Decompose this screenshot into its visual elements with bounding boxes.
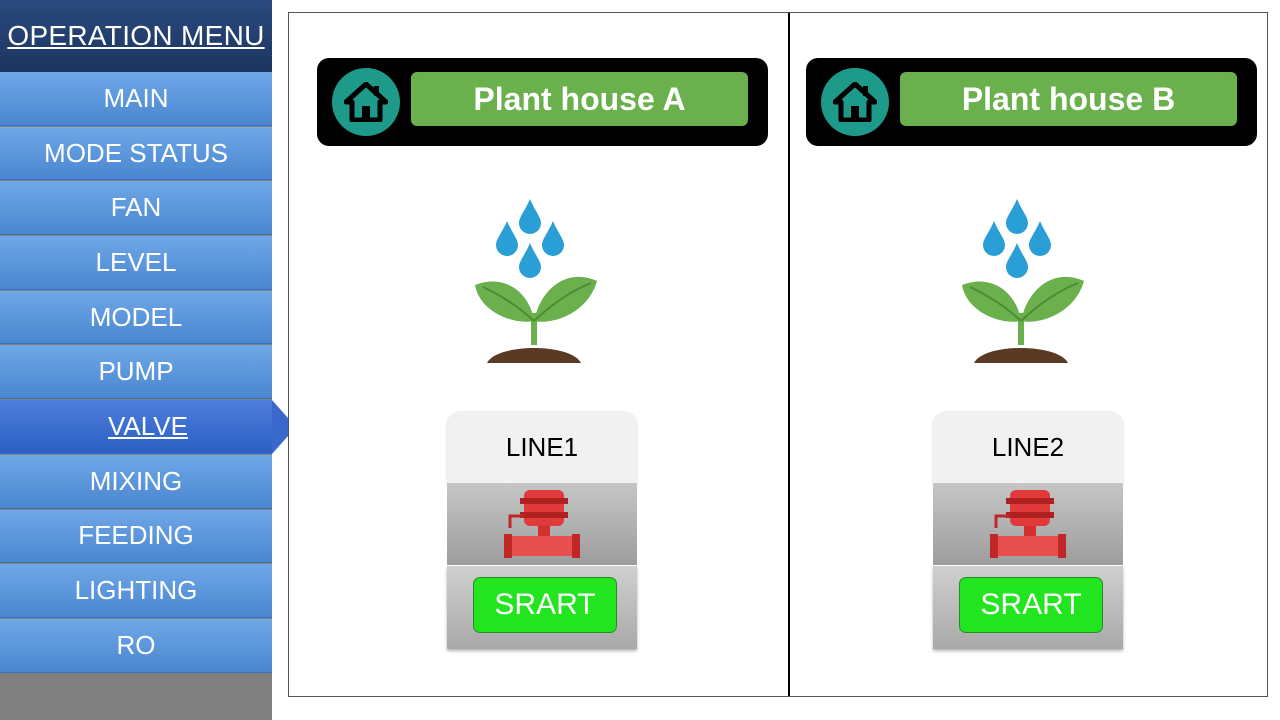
operation-menu-header: OPERATION MENU [0,0,272,72]
menu-item-label: FEEDING [78,520,194,551]
panel-divider [788,13,790,696]
menu-item-label: MODE STATUS [44,137,228,168]
menu-item-label: LEVEL [95,246,177,277]
menu-item-fan[interactable]: FAN [0,181,272,236]
sidebar: OPERATION MENU MAIN MODE STATUS FAN LEVE… [0,0,296,720]
start-button-area: SRART [447,566,637,649]
line-label: LINE1 [447,411,637,483]
home-icon[interactable] [332,68,400,136]
plant-house-b-panel: Plant house B LINE2 [790,13,1280,696]
valve-icon [990,490,1066,558]
start-button[interactable]: SRART [959,577,1103,633]
menu-item-mixing[interactable]: MIXING [0,454,272,509]
menu-item-label: MIXING [89,465,183,496]
menu-item-lighting[interactable]: LIGHTING [0,564,272,618]
valve-icon [504,490,580,558]
house-title: Plant house A [411,72,748,126]
menu-item-label: FAN [110,192,162,223]
menu-item-label: LIGHTING [74,575,198,606]
plant-water-icon [475,195,611,365]
start-button-area: SRART [933,566,1123,649]
house-header: Plant house A [317,58,768,146]
menu-item-level[interactable]: LEVEL [0,236,272,290]
operation-menu-title: OPERATION MENU [7,20,265,51]
menu-item-feeding[interactable]: FEEDING [0,509,272,564]
menu-item-label: MODEL [89,301,183,332]
line-card: LINE2 SRART [933,411,1123,649]
menu-item-model[interactable]: MODEL [0,290,272,345]
start-button[interactable]: SRART [473,577,617,633]
menu-item-ro[interactable]: RO [0,618,272,673]
menu-item-mode-status[interactable]: MODE STATUS [0,126,272,181]
house-title: Plant house B [900,72,1237,126]
menu-items: MAIN MODE STATUS FAN LEVEL MODEL PUMP VA… [0,72,296,674]
menu-item-valve[interactable]: VALVE [0,400,296,454]
plant-water-icon [962,195,1098,365]
line-card: LINE1 SRART [447,411,637,649]
menu-item-pump[interactable]: PUMP [0,345,272,400]
menu-item-label: RO [116,629,156,660]
house-header: Plant house B [806,58,1257,146]
menu-item-label: MAIN [103,82,169,113]
plant-house-a-panel: Plant house A LINE1 [289,13,787,696]
line-label: LINE2 [933,411,1123,483]
main-frame: Plant house A LINE1 [288,12,1268,697]
home-icon[interactable] [821,68,889,136]
menu-item-label: PUMP [98,356,174,387]
menu-item-main[interactable]: MAIN [0,72,272,126]
menu-item-label: VALVE [108,410,188,441]
valve-area [447,483,637,565]
valve-area [933,483,1123,565]
